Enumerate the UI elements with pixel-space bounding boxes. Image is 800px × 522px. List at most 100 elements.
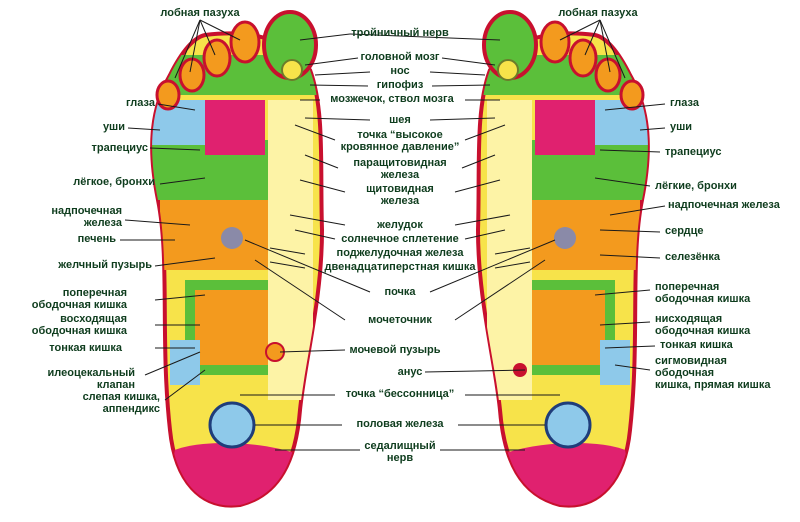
leader-line: [424, 369, 526, 373]
leader-line: [164, 369, 206, 401]
leader-line: [279, 349, 346, 353]
label-ascending-colon-1: восходящая: [60, 313, 127, 325]
leader-line: [599, 254, 661, 259]
label-eyes-left: глаза: [126, 97, 155, 109]
left-foot: [150, 10, 325, 508]
label-neck: шея: [389, 114, 411, 126]
label-liver: печень: [77, 233, 116, 245]
label-thyroid-1: щитовидная: [366, 183, 434, 195]
leader-line: [494, 247, 531, 255]
leader-line: [154, 294, 206, 301]
right-toe-5: [619, 79, 645, 111]
leader-line: [429, 71, 486, 76]
leader-line: [314, 71, 371, 76]
leader-line: [124, 219, 191, 226]
leader-line: [309, 84, 369, 87]
label-brain: головной мозг: [360, 51, 440, 63]
label-trapezius-right: трапециус: [665, 146, 722, 158]
leader-line: [294, 229, 336, 240]
leader-line: [299, 33, 351, 41]
leader-line: [599, 19, 611, 73]
leader-line: [254, 259, 346, 321]
leader-line: [614, 364, 651, 371]
leader-line: [199, 19, 216, 56]
leader-lines: [120, 19, 666, 451]
label-hypertension-1: точка “высокое: [357, 129, 443, 141]
leader-line: [429, 239, 556, 293]
leader-line: [189, 19, 201, 73]
label-lung-left: лёгкое, бронхи: [73, 176, 155, 188]
label-trigeminal: тройничный нерв: [351, 27, 449, 39]
label-bladder: мочевой пузырь: [349, 344, 441, 356]
label-cerebellum: мозжечок, ствол мозга: [330, 93, 454, 105]
label-solar-plexus: солнечное сплетение: [341, 233, 459, 245]
label-parathyroid-2: железа: [380, 169, 420, 181]
label-pituitary: гипофиз: [376, 79, 424, 91]
label-ileocecal-2: клапан: [96, 379, 135, 391]
label-transverse-colon-left-2: ободочная кишка: [31, 299, 127, 311]
leader-line: [639, 127, 666, 131]
label-duodenum: двенадцатиперстная кишка: [324, 261, 476, 273]
label-anus: анус: [397, 366, 423, 378]
leader-line: [609, 205, 666, 216]
label-ears-left: уши: [102, 121, 125, 133]
leader-line: [154, 257, 216, 267]
label-pancreas: поджелудочная железа: [336, 247, 464, 259]
label-nose: нос: [390, 65, 410, 77]
leader-line: [299, 179, 346, 193]
label-sciatic-1: седалищный: [364, 440, 436, 452]
label-cecum-2: аппендикс: [102, 403, 160, 415]
label-descending-colon-1: нисходящая: [655, 313, 723, 325]
label-heart: сердце: [665, 225, 704, 237]
label-transverse-colon-right-1: поперечная: [655, 281, 720, 293]
label-spleen: селезёнка: [665, 251, 721, 263]
label-sigmoid-3: кишка, прямая кишка: [655, 379, 771, 391]
label-small-intestine-left: тонкая кишка: [49, 342, 122, 354]
left-toe-5: [155, 79, 181, 111]
left-trapezius-zone: [205, 100, 265, 155]
left-gonad-circle: [208, 401, 256, 449]
leader-line: [244, 239, 371, 293]
right-gonad-circle: [544, 401, 592, 449]
left-toe-2: [229, 20, 261, 64]
leader-line: [174, 19, 201, 79]
leader-line: [594, 177, 651, 187]
leader-line: [599, 321, 651, 326]
leader-line: [304, 117, 371, 121]
leader-line: [159, 177, 206, 185]
leader-line: [349, 33, 501, 41]
right-heart-zone: [530, 200, 640, 270]
label-ears-right: уши: [670, 121, 693, 133]
leader-line: [304, 57, 359, 66]
left-colon-inner: [195, 290, 270, 365]
label-adrenal-left-1: надпочечная: [51, 205, 122, 217]
label-sigmoid-2: ободочная: [655, 367, 715, 379]
label-sciatic-2: нерв: [386, 452, 414, 464]
label-insomnia: точка “бессонница”: [345, 388, 455, 400]
leader-line: [454, 259, 546, 321]
leader-line: [149, 147, 201, 151]
leader-line: [289, 214, 346, 226]
leader-line: [494, 261, 531, 269]
label-adrenal-right: надпочечная железа: [668, 199, 780, 211]
label-adrenal-left-2: железа: [83, 217, 122, 229]
leader-line: [269, 261, 306, 269]
right-toe-3: [568, 38, 598, 78]
leader-line: [294, 124, 336, 141]
right-kidney-marker: [554, 227, 576, 249]
leader-line: [599, 19, 626, 79]
label-gallbladder: желчный пузырь: [58, 259, 152, 271]
label-ureter: мочеточник: [368, 314, 432, 326]
label-ascending-colon-2: ободочная кишка: [31, 325, 127, 337]
label-stomach: желудок: [377, 219, 423, 231]
label-trapezius-left: трапециус: [91, 142, 148, 154]
leader-line: [599, 229, 661, 233]
leader-line: [144, 351, 201, 376]
leader-line: [269, 247, 306, 255]
label-transverse-colon-left-1: поперечная: [62, 287, 127, 299]
label-gonad: половая железа: [356, 418, 444, 430]
leader-line: [461, 154, 496, 169]
leader-line: [594, 289, 651, 296]
